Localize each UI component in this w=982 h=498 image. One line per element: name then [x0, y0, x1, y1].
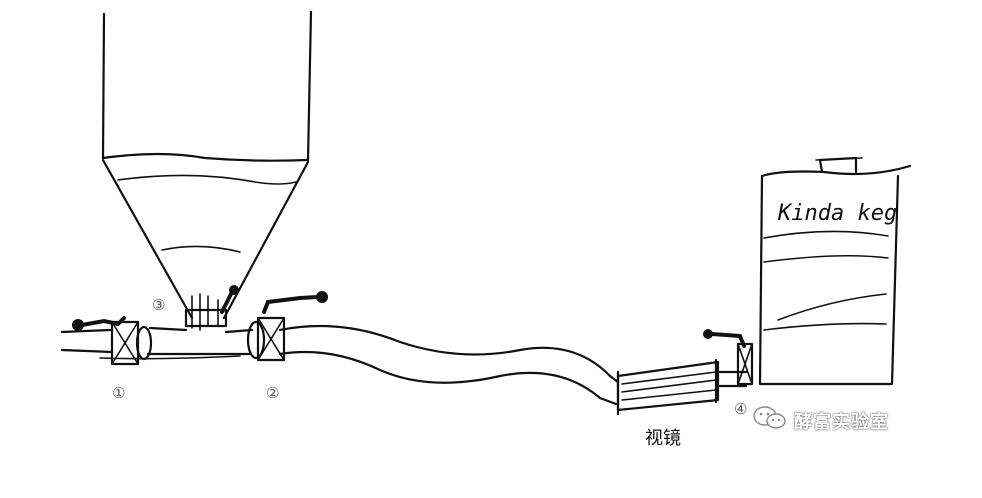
- valve-4: [703, 329, 754, 386]
- valve-1-number: ①: [112, 384, 125, 402]
- transfer-hose: [60, 324, 748, 406]
- sight-glass: [616, 358, 720, 416]
- label-valve-3: ③: [152, 296, 165, 314]
- label-valve-1: ①: [112, 384, 125, 402]
- sight-glass-label: 视镜: [645, 428, 681, 449]
- wechat-icon: [753, 406, 786, 429]
- watermark-text: 酵富实验室: [794, 412, 889, 433]
- label-valve-4: ④: [734, 400, 747, 418]
- label-valve-2: ②: [266, 384, 279, 402]
- valve-3-number: ③: [152, 296, 165, 314]
- fermenter-tank: [101, 10, 313, 320]
- keg-label: Kinda keg: [777, 201, 897, 226]
- valve-3: [184, 285, 239, 331]
- valve-2-number: ②: [266, 384, 279, 402]
- valve-4-number: ④: [734, 400, 747, 418]
- valve-1: [72, 316, 153, 366]
- valve-2: [246, 291, 328, 362]
- keg: Kinda keg: [758, 156, 912, 386]
